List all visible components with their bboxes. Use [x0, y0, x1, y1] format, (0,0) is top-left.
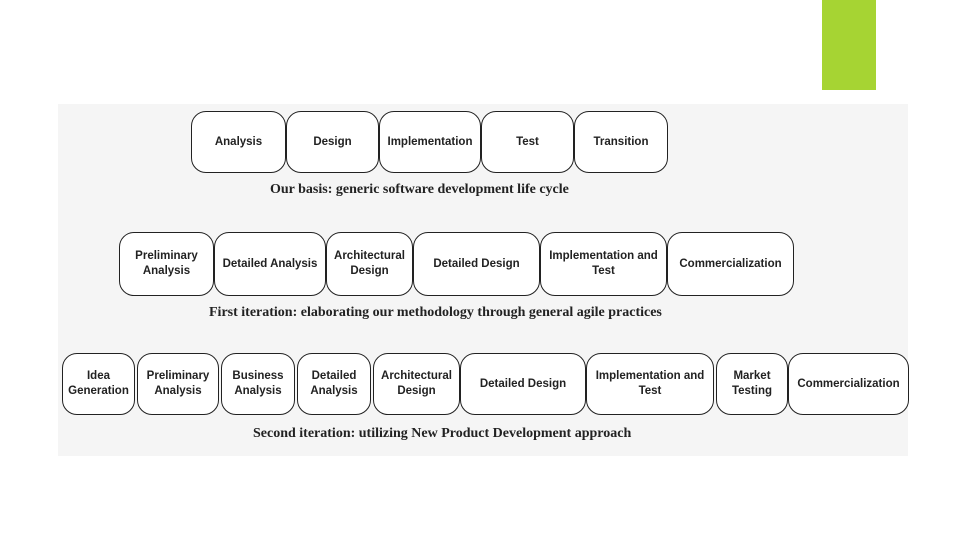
row-caption: Second iteration: utilizing New Product …	[253, 426, 632, 441]
stage-box: Architectural Design	[326, 232, 413, 296]
row-caption: First iteration: elaborating our methodo…	[209, 305, 662, 320]
stage-box: Detailed Analysis	[297, 353, 371, 415]
accent-bar	[822, 0, 876, 90]
stage-box: Transition	[574, 111, 668, 173]
stage-box: Market Testing	[716, 353, 788, 415]
stage-box: Implementation	[379, 111, 481, 173]
stage-box: Test	[481, 111, 574, 173]
row-caption: Our basis: generic software development …	[270, 182, 569, 197]
stage-box: Detailed Analysis	[214, 232, 326, 296]
stage-box: Analysis	[191, 111, 286, 173]
stage-box: Preliminary Analysis	[137, 353, 219, 415]
stage-box: Detailed Design	[460, 353, 586, 415]
stage-box: Preliminary Analysis	[119, 232, 214, 296]
stage-box: Commercialization	[788, 353, 909, 415]
stage-box: Implementation and Test	[540, 232, 667, 296]
stage-box: Commercialization	[667, 232, 794, 296]
stage-box: Idea Generation	[62, 353, 135, 415]
stage-box: Implementation and Test	[586, 353, 714, 415]
stage-box: Detailed Design	[413, 232, 540, 296]
stage-box: Business Analysis	[221, 353, 295, 415]
stage-box: Architectural Design	[373, 353, 460, 415]
stage-box: Design	[286, 111, 379, 173]
